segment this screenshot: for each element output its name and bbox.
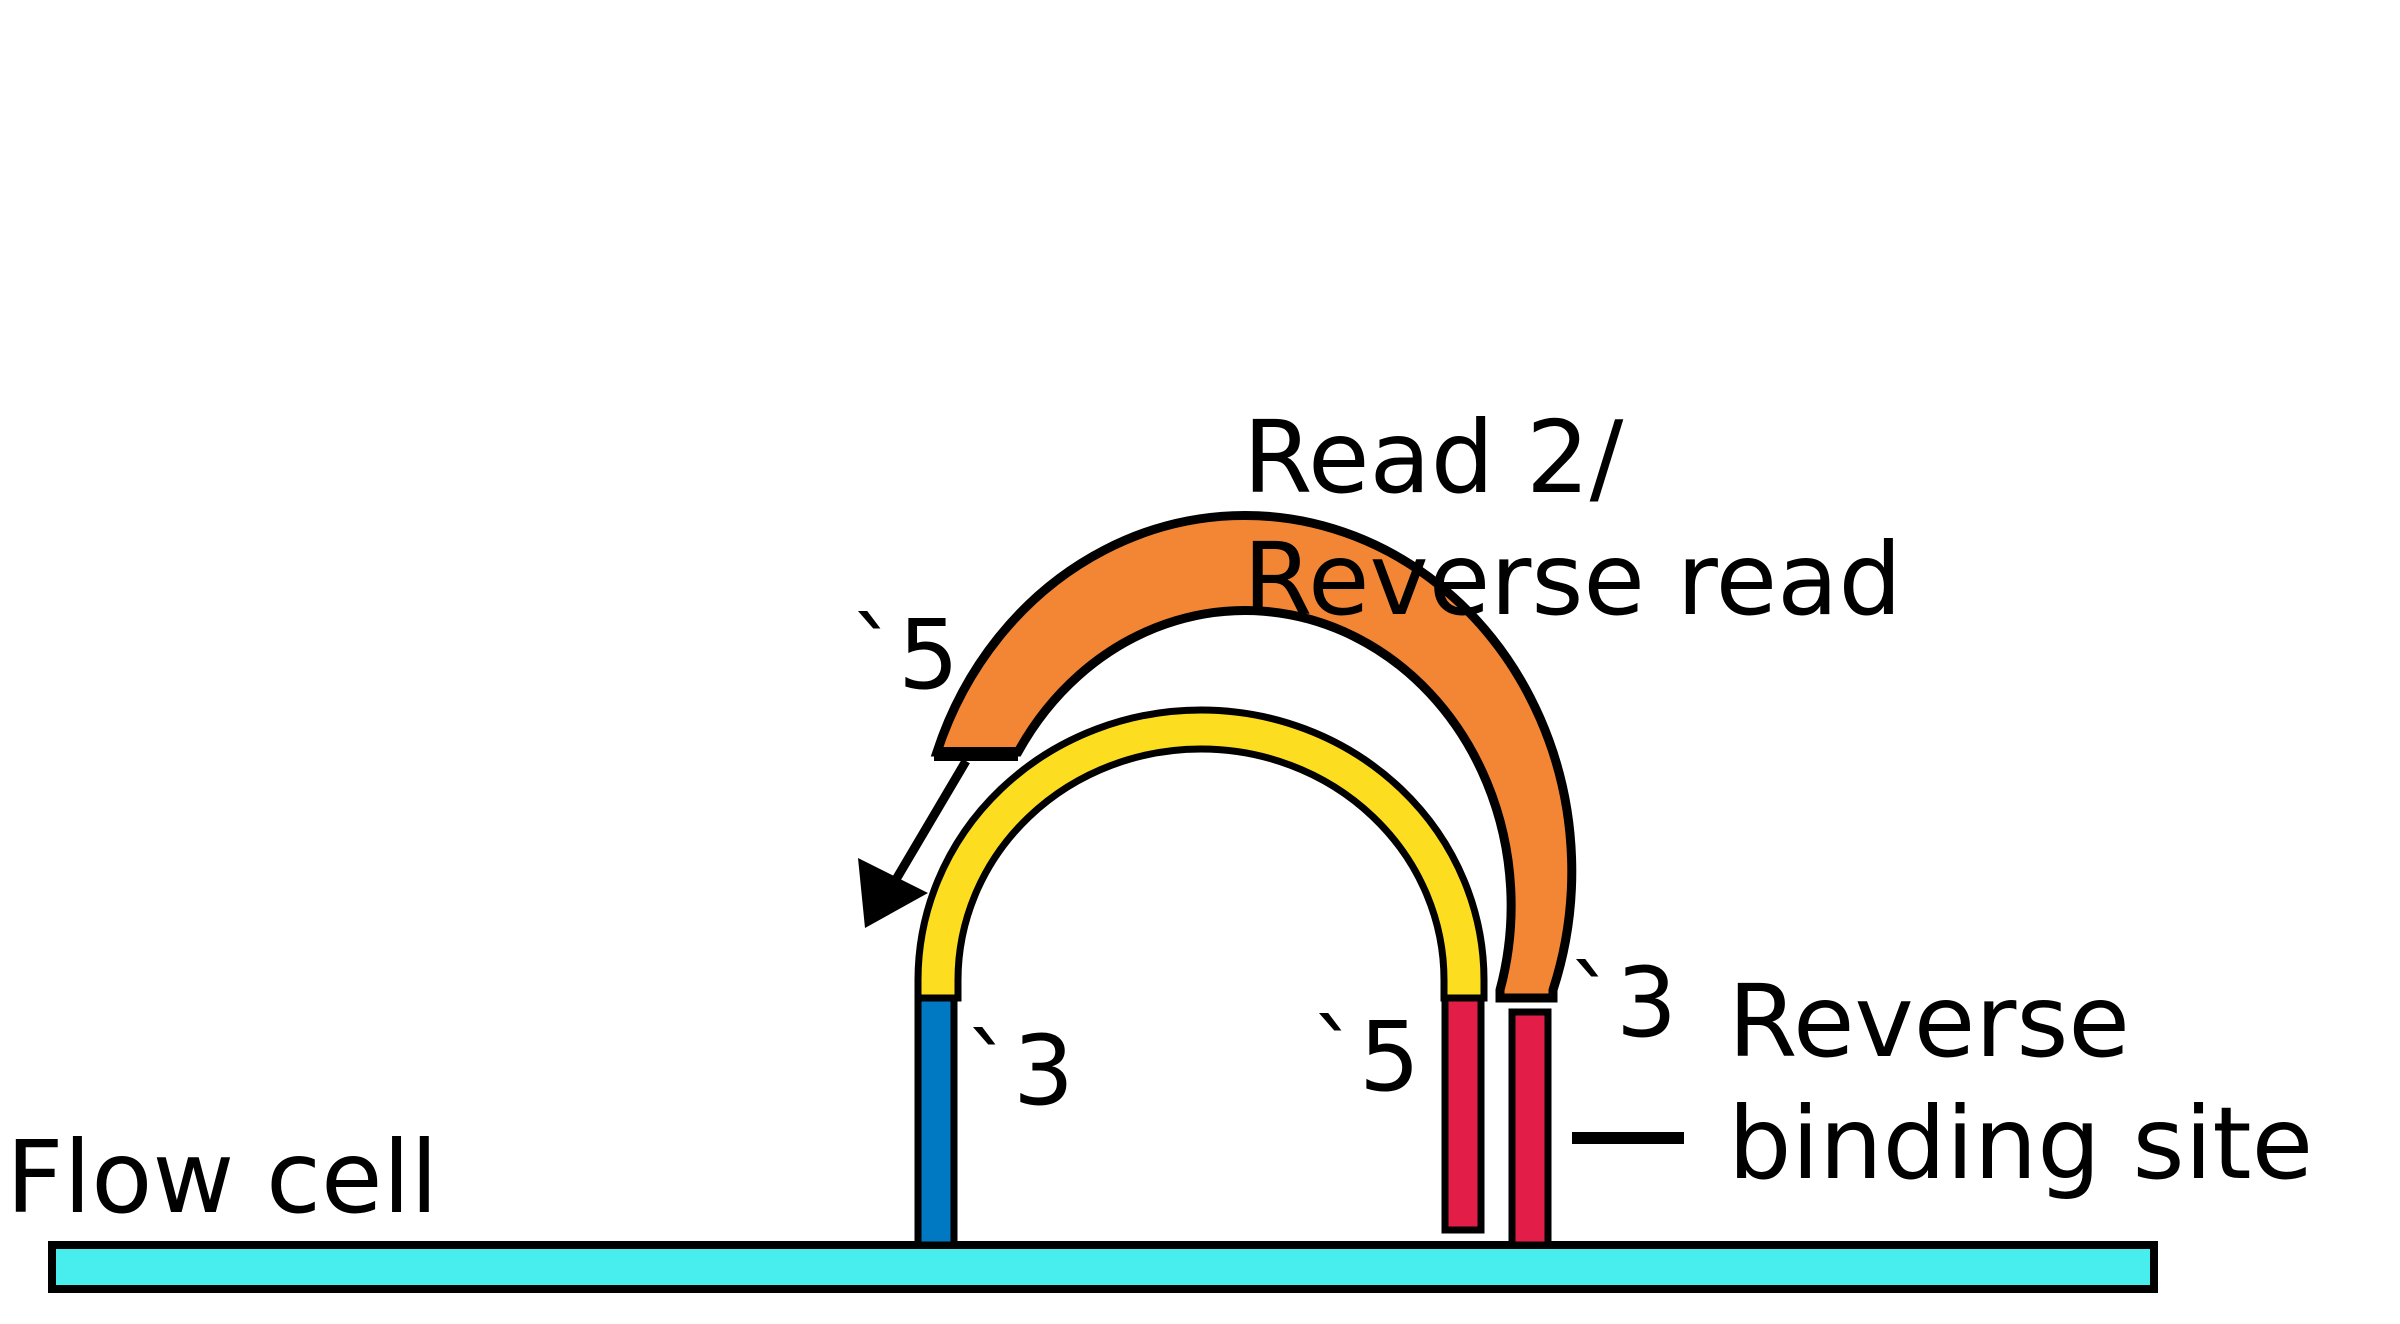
primer-end-bar — [934, 747, 1018, 761]
direction-arrow-shaft — [884, 758, 970, 896]
flow-cell-label: Flow cell — [6, 1119, 438, 1236]
blue-strand — [914, 994, 958, 1249]
direction-arrow-head — [858, 858, 928, 928]
three-prime-right-label: `3 — [1568, 947, 1677, 1059]
reverse-binding-site-label-line1: Reverse — [1728, 963, 2130, 1080]
red-strand-reverse-binding-site — [1508, 1008, 1552, 1249]
read2-label-line1: Read 2/ — [1243, 399, 1624, 516]
red-strand-inner — [1441, 994, 1485, 1234]
read2-label-line2: Reverse read — [1243, 521, 1902, 638]
orange-arc — [930, 510, 1577, 1003]
five-prime-top-label: `5 — [850, 599, 959, 711]
three-prime-left-label: `3 — [965, 1015, 1074, 1127]
reverse-binding-site-label-line2: binding site — [1728, 1085, 2313, 1202]
yellow-arc — [914, 706, 1488, 1002]
five-prime-right-label: `5 — [1311, 1001, 1420, 1113]
flow-cell-bar — [48, 1241, 2158, 1293]
